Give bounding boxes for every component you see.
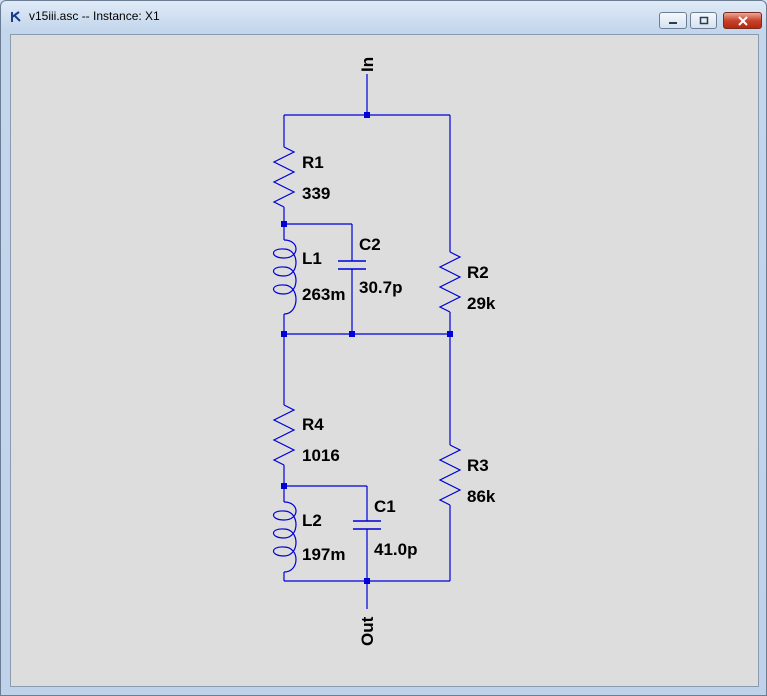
r2-name: R2 xyxy=(467,263,489,282)
r2-value: 29k xyxy=(467,294,496,313)
close-button[interactable] xyxy=(723,12,762,29)
r1-value: 339 xyxy=(302,184,330,203)
l2-value: 197m xyxy=(302,545,345,564)
window-title: v15iii.asc -- Instance: X1 xyxy=(29,9,160,23)
l1-value: 263m xyxy=(302,285,345,304)
r4-value: 1016 xyxy=(302,446,340,465)
junctions xyxy=(281,112,453,584)
schematic-canvas[interactable]: In Out R1 339 C2 30.7p L1 263m R2 29k R4… xyxy=(10,34,759,687)
r3-value: 86k xyxy=(467,487,496,506)
r1-name: R1 xyxy=(302,153,324,172)
l1-name: L1 xyxy=(302,249,322,268)
r3-name: R3 xyxy=(467,456,489,475)
inductor-l1-symbol[interactable] xyxy=(272,239,297,315)
maximize-button[interactable] xyxy=(690,12,717,29)
capacitor-c2-symbol[interactable] xyxy=(338,260,366,270)
capacitor-c1-symbol[interactable] xyxy=(353,520,381,530)
schematic-drawing: In Out R1 339 C2 30.7p L1 263m R2 29k R4… xyxy=(272,57,496,646)
resistor-r1-symbol[interactable] xyxy=(272,146,296,208)
c1-name: C1 xyxy=(374,497,396,516)
c2-name: C2 xyxy=(359,235,381,254)
minimize-button[interactable] xyxy=(659,12,687,29)
resistor-r4-symbol[interactable] xyxy=(272,404,296,466)
minimize-icon xyxy=(669,21,677,24)
resistor-r2-symbol[interactable] xyxy=(438,251,462,313)
l2-name: L2 xyxy=(302,511,322,530)
ltspice-app-icon xyxy=(11,11,21,22)
port-in-label: In xyxy=(358,57,377,72)
c1-value: 41.0p xyxy=(374,540,417,559)
wires xyxy=(283,74,451,609)
maximize-icon xyxy=(699,16,708,24)
close-icon xyxy=(737,15,748,26)
port-out-label: Out xyxy=(358,616,377,646)
inductor-l2-symbol[interactable] xyxy=(272,501,297,573)
resistor-r3-symbol[interactable] xyxy=(438,444,462,506)
c2-value: 30.7p xyxy=(359,278,402,297)
r4-name: R4 xyxy=(302,415,324,434)
title-bar[interactable]: v15iii.asc -- Instance: X1 xyxy=(1,1,766,33)
